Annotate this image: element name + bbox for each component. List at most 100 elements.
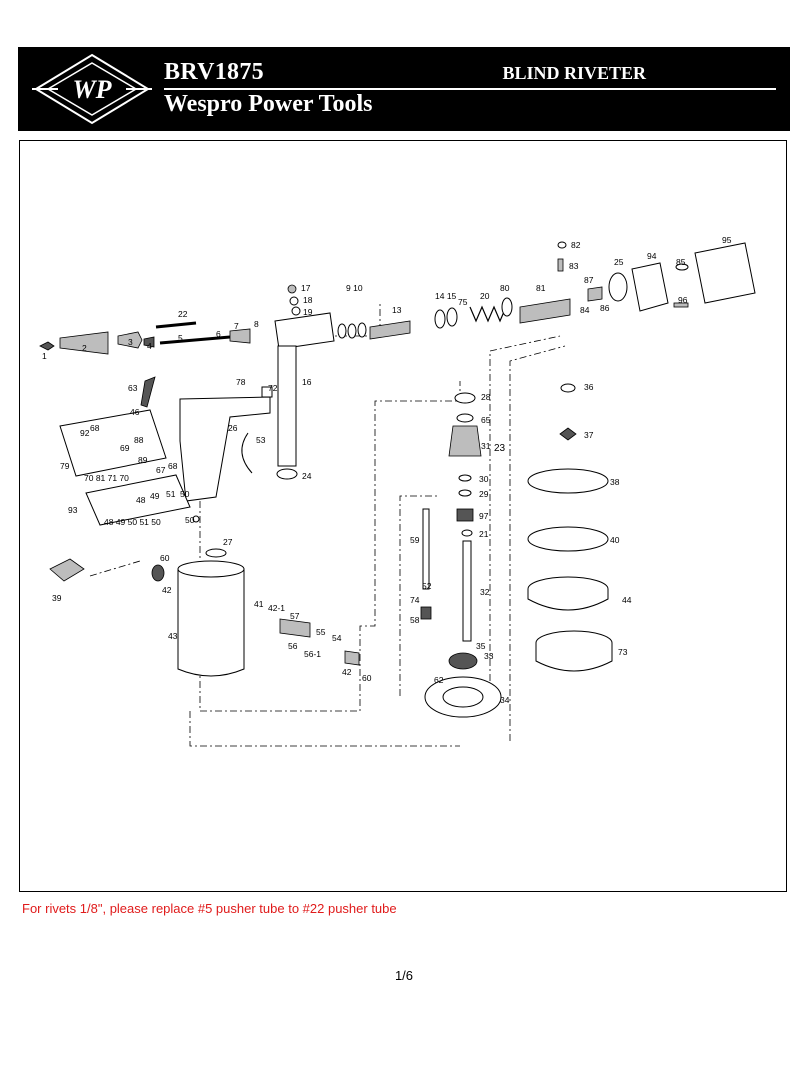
assembly-line bbox=[399, 495, 440, 696]
label-part-4: 4 bbox=[147, 341, 152, 351]
label-part-81: 81 bbox=[536, 283, 546, 293]
part-30-washer bbox=[458, 474, 472, 482]
page-number: 1/6 bbox=[394, 968, 414, 983]
label-part-14-15: 14 15 bbox=[435, 291, 457, 301]
label-part-49: 49 bbox=[150, 491, 160, 501]
part-37-nut bbox=[559, 427, 577, 441]
label-part-44: 44 bbox=[622, 595, 632, 605]
label-part-26: 26 bbox=[228, 423, 238, 433]
label-part-74: 74 bbox=[410, 595, 420, 605]
part-72-block bbox=[261, 386, 273, 398]
label-part-69: 69 bbox=[120, 443, 130, 453]
part-3-jaw-case bbox=[117, 331, 143, 349]
label-part-50: 50 bbox=[180, 489, 190, 499]
part-32-piston-rod bbox=[462, 540, 472, 642]
part-19-oring bbox=[291, 306, 301, 316]
label-part-56-1: 56-1 bbox=[304, 649, 321, 659]
label-part-96: 96 bbox=[678, 295, 688, 305]
part-82-ring bbox=[557, 241, 567, 249]
part-5-pusher-tube bbox=[159, 335, 231, 345]
label-part-22: 22 bbox=[178, 309, 188, 319]
part-42-1-connector bbox=[279, 618, 311, 638]
logo-text: WP bbox=[73, 75, 113, 104]
label-part-85: 85 bbox=[676, 257, 686, 267]
label-part-24: 24 bbox=[302, 471, 312, 481]
label-part-79: 79 bbox=[60, 461, 70, 471]
label-part-84: 84 bbox=[580, 305, 590, 315]
part-10-oring bbox=[357, 322, 367, 338]
label-part-52: 52 bbox=[422, 581, 432, 591]
label-part-29: 29 bbox=[479, 489, 489, 499]
label-part-48-49-50-51-50: 48 49 50 51 50 bbox=[104, 517, 161, 527]
label-part-57: 57 bbox=[290, 611, 300, 621]
part-83-pin bbox=[557, 258, 564, 272]
label-part-20: 20 bbox=[480, 291, 490, 301]
part-39-fitting bbox=[49, 558, 85, 582]
label-part-21: 21 bbox=[479, 529, 489, 539]
label-part-39: 39 bbox=[52, 593, 62, 603]
part-27-oring bbox=[205, 548, 227, 558]
label-part-16: 16 bbox=[302, 377, 312, 387]
label-part-58: 58 bbox=[410, 615, 420, 625]
assembly-line bbox=[489, 335, 561, 696]
product-name: BLIND RIVETER bbox=[502, 63, 646, 83]
label-part-6: 6 bbox=[216, 329, 221, 339]
label-part-60: 60 bbox=[160, 553, 170, 563]
part-9-oring bbox=[347, 323, 357, 339]
label-part-18: 18 bbox=[303, 295, 313, 305]
label-part-78: 78 bbox=[236, 377, 246, 387]
label-part-34: 34 bbox=[500, 695, 510, 705]
label-part-75: 75 bbox=[458, 297, 468, 307]
label-part-36: 36 bbox=[584, 382, 594, 392]
part-63-trigger bbox=[140, 376, 156, 408]
label-part-83: 83 bbox=[569, 261, 579, 271]
label-part-68: 68 bbox=[90, 423, 100, 433]
label-part-87: 87 bbox=[584, 275, 594, 285]
part-16-cylinder bbox=[277, 345, 297, 467]
wespro-logo-icon: WP bbox=[32, 53, 152, 125]
label-part-82: 82 bbox=[571, 240, 581, 250]
label-part-27: 27 bbox=[223, 537, 233, 547]
label-part-53: 53 bbox=[256, 435, 266, 445]
label-part-92: 92 bbox=[80, 428, 90, 438]
assembly-line bbox=[189, 711, 460, 747]
part-7-frame-head bbox=[229, 328, 251, 344]
diagram-drawing: 1 2 3 4 5 6 7 8 9 10 13 14 15 16 17 18 1… bbox=[39, 235, 756, 747]
part-25-ring bbox=[608, 272, 628, 302]
part-65-ring bbox=[456, 413, 474, 423]
label-part-93: 93 bbox=[68, 505, 78, 515]
part-38-ring bbox=[527, 468, 609, 494]
part-95-end-cap bbox=[694, 242, 756, 304]
part-93-valve-box bbox=[85, 474, 191, 526]
part-60-nut bbox=[151, 564, 165, 582]
label-part-7: 7 bbox=[234, 321, 239, 331]
label-part-97: 97 bbox=[479, 511, 489, 521]
part-31-sleeve bbox=[448, 425, 482, 457]
part-26-handle bbox=[179, 396, 271, 502]
part-53-spring bbox=[241, 432, 253, 474]
part-43-reservoir bbox=[177, 568, 245, 677]
label-part-56: 56 bbox=[288, 641, 298, 651]
label-part-28: 28 bbox=[481, 392, 491, 402]
exploded-parts-diagram: 1 2 3 4 5 6 7 8 9 10 13 14 15 16 17 18 1… bbox=[19, 140, 787, 892]
part-2-jaw-housing bbox=[59, 331, 109, 355]
label-part-42: 42 bbox=[342, 667, 352, 677]
part-81-valve bbox=[519, 298, 571, 324]
label-part-9-10: 9 10 bbox=[346, 283, 363, 293]
label-part-72: 72 bbox=[268, 383, 278, 393]
part-96-pin bbox=[673, 302, 689, 308]
label-part-42-1: 42-1 bbox=[268, 603, 285, 613]
part-18-washer bbox=[289, 296, 299, 306]
label-part-63: 63 bbox=[128, 383, 138, 393]
part-50-washer bbox=[192, 515, 200, 523]
label-part-50: 50 bbox=[185, 515, 195, 525]
part-13-piston-rod bbox=[369, 320, 411, 340]
label-part-17: 17 bbox=[301, 283, 311, 293]
label-part-43: 43 bbox=[168, 631, 178, 641]
part-21-ring bbox=[461, 529, 473, 537]
part-4-jaws bbox=[143, 336, 155, 348]
label-part-23: 23 bbox=[494, 443, 506, 454]
label-part-38: 38 bbox=[610, 477, 620, 487]
part-24-oring bbox=[276, 468, 298, 480]
part-80-oring bbox=[501, 297, 513, 317]
